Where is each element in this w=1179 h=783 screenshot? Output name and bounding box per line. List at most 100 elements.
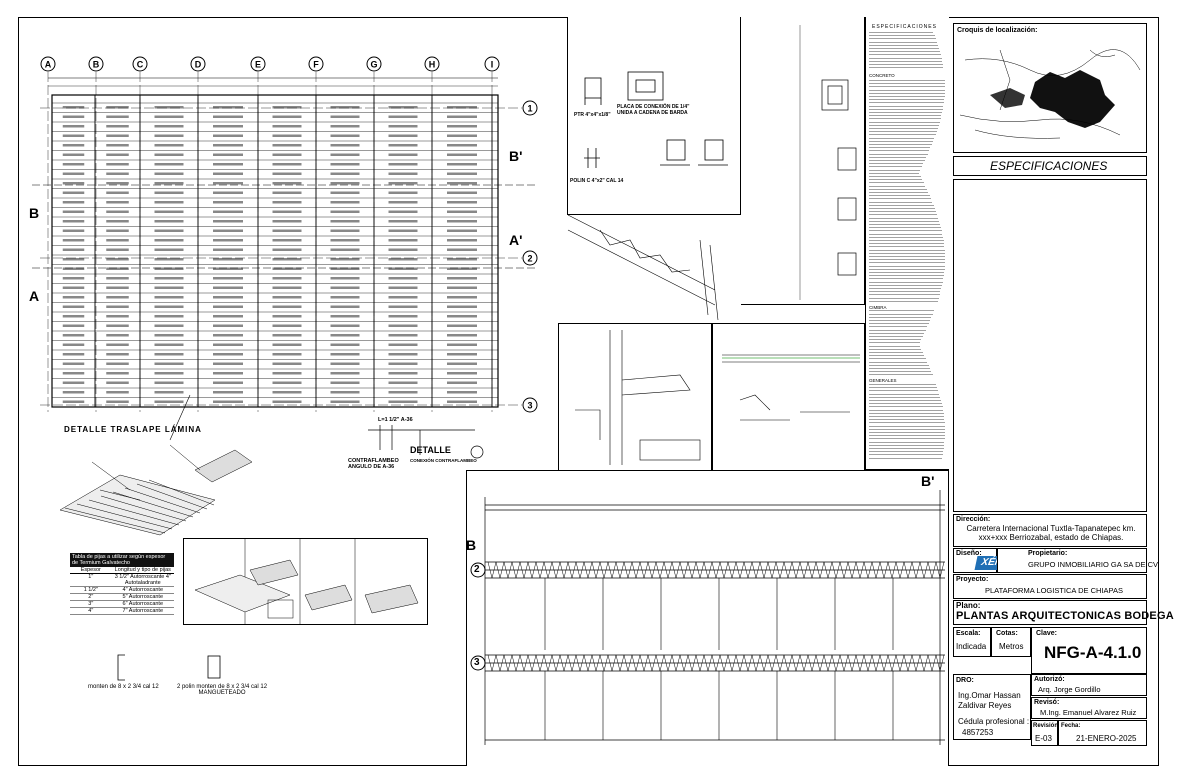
grid-row-1: 1 — [527, 104, 532, 114]
spec-line — [869, 153, 928, 155]
spec-line — [869, 121, 940, 123]
pijas-cell: 1" — [88, 574, 94, 580]
spec-line — [869, 422, 945, 424]
spec-line — [869, 374, 933, 376]
spec-line — [869, 454, 943, 456]
direccion-label: Dirección: — [956, 516, 991, 523]
spec-line — [869, 240, 944, 241]
spec-line — [869, 105, 944, 107]
grid-col-C: C — [137, 60, 144, 70]
spec-line — [869, 57, 942, 59]
autorizo-value: Arq. Jorge Gordillo — [1038, 685, 1101, 694]
reviso-value: M.Ing. Emanuel Alvarez Ruiz — [1040, 708, 1137, 717]
spec-line — [869, 233, 943, 235]
cotas-cell — [991, 627, 1031, 657]
especificaciones-title: ESPECIFICACIONES — [990, 159, 1108, 173]
spec-line — [869, 457, 942, 459]
cotas-label: Cotas: — [996, 630, 1018, 637]
spec-line — [869, 409, 944, 411]
section-b-panel — [466, 470, 949, 766]
spec-line — [869, 252, 945, 254]
spec-line — [869, 320, 931, 321]
pijas-row: 1 1/2"4" Autorroscante — [70, 587, 174, 594]
revision-label: Revisión: — [1033, 723, 1061, 729]
spec-line — [869, 336, 923, 337]
autorizo-label: Autorizó: — [1034, 676, 1065, 683]
detalle-title: DETALLE — [410, 445, 451, 455]
spec-line — [869, 211, 936, 213]
spec-line — [869, 201, 933, 203]
spec-line — [869, 188, 927, 190]
fecha-cell — [1058, 720, 1147, 746]
spec-line — [869, 249, 945, 251]
spec-line — [869, 67, 944, 69]
spec-line — [869, 208, 935, 209]
grid-row-2: 2 — [527, 254, 532, 264]
spec-line — [869, 198, 931, 200]
direccion-cell — [953, 514, 1147, 547]
pijas-row: 2"5" Autorroscante — [70, 594, 174, 601]
dro-label: DRO: — [956, 677, 974, 684]
spec-line — [869, 448, 944, 449]
spec-line — [869, 358, 926, 360]
croquis-label: Croquis de localización: — [957, 27, 1038, 34]
pijas-row: 3"6" Autorroscante — [70, 601, 174, 608]
escala-cell — [953, 627, 991, 657]
spec-line — [869, 185, 926, 187]
pijas-table: Tabla de pijas a utilizar según espesor … — [70, 553, 174, 619]
notes-panel — [953, 179, 1147, 512]
spec-line — [869, 108, 943, 110]
spec-concreto: CONCRETO — [869, 73, 895, 78]
spec-line — [869, 272, 945, 273]
pijas-cell: 3 1/2" Autorroscante 4" Autotaladrante — [114, 574, 171, 586]
propietario-cell — [997, 548, 1147, 573]
spec-line — [869, 425, 945, 427]
spec-line — [869, 179, 923, 181]
spec-line — [869, 144, 932, 145]
spec-line — [869, 112, 943, 113]
traslape-title: DETALLE TRASLAPE LÁMINA — [64, 425, 202, 434]
cedula-label: Cédula profesional : — [958, 717, 1030, 726]
detalle-sub: CONEXIÓN CONTRAFLAMBEO — [410, 458, 477, 463]
section-b-prime-label: B' — [921, 473, 935, 489]
spec-line — [869, 284, 942, 286]
wall-connection-detail — [558, 323, 712, 473]
spec-cimbra: CIMBRA — [869, 305, 887, 310]
spec-line — [869, 265, 945, 267]
spec-line — [869, 259, 945, 261]
pijas-row: 1" 3 1/2" Autorroscante 4" Autotaladrante — [70, 574, 174, 587]
polin-monten-label: 2 polin monten de 8 x 2 3/4 cal 12 MANGU… — [176, 684, 268, 696]
spec-line — [869, 316, 932, 318]
cotas-value: Metros — [999, 642, 1024, 651]
contraflambeo-label: CONTRAFLAMBEO ANGULO DE A-36 — [348, 458, 399, 470]
section-b-left: B — [29, 205, 40, 221]
spec-line — [869, 419, 945, 421]
spec-line — [869, 428, 945, 430]
spec-line — [869, 169, 921, 171]
spec-line — [869, 128, 938, 129]
pijas-header-cell: Longitud y tipo de pijas — [114, 567, 171, 573]
spec-line — [869, 48, 939, 49]
beam-connection-detail — [712, 323, 865, 473]
plano-value: PLANTAS ARQUITECTONICAS BODEGA — [956, 610, 1174, 622]
pijas-cell: 4" — [88, 608, 94, 614]
spec-line — [869, 32, 934, 33]
spec-line — [869, 246, 945, 248]
spec-line — [869, 243, 945, 245]
spec-line — [869, 291, 941, 293]
spec-line — [869, 451, 944, 453]
grid-row-3: 3 — [527, 401, 532, 411]
spec-line — [869, 432, 945, 433]
direccion-value: Carretera Internacional Tuxtla-Tapanatep… — [966, 524, 1136, 542]
spec-line — [869, 54, 941, 56]
spec-line — [869, 86, 945, 88]
spec-line — [869, 444, 945, 446]
spec-line — [869, 89, 945, 91]
